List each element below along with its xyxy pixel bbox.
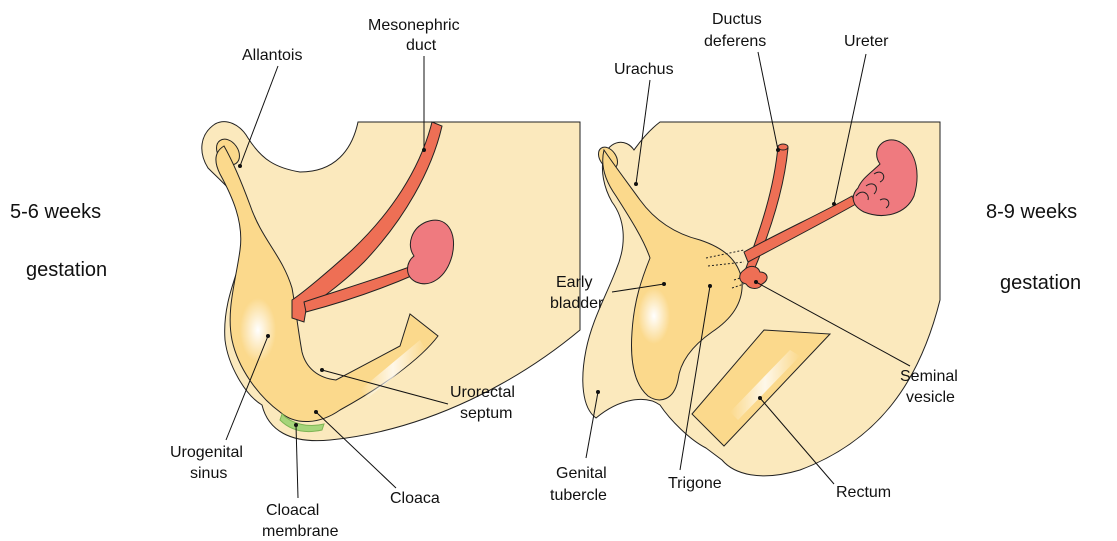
right-stage-line2: gestation	[1000, 272, 1081, 294]
right-stage-line1: 8-9 weeks	[986, 201, 1077, 223]
leader-dot-mesonephric	[422, 148, 426, 152]
leader-dot-urogenital	[266, 334, 270, 338]
leader-dot-genital	[596, 390, 600, 394]
label-rectum: Rectum	[836, 484, 891, 501]
label-seminal-2: vesicle	[906, 389, 955, 406]
right-panel	[583, 122, 940, 476]
left-panel	[202, 122, 580, 441]
label-seminal-1: Seminal	[900, 368, 958, 385]
label-cloaca: Cloaca	[390, 490, 440, 507]
label-urorectal-2: septum	[460, 405, 512, 422]
label-urogenital-2: sinus	[190, 465, 227, 482]
leader-dot-cloaca	[314, 410, 318, 414]
leader-dot-allantois	[238, 164, 242, 168]
leader-dot-urorectal	[320, 368, 324, 372]
label-allantois: Allantois	[242, 47, 302, 64]
leader-dot-urachus	[634, 182, 638, 186]
bladder-highlight	[638, 288, 670, 344]
label-mesonephric-1: Mesonephric	[368, 17, 460, 34]
label-urogenital-1: Urogenital	[170, 444, 243, 461]
label-ductus-1: Ductus	[712, 11, 762, 28]
sinus-highlight	[240, 298, 276, 362]
label-cloacal-2: membrane	[262, 523, 339, 540]
label-urorectal-1: Urorectal	[450, 384, 515, 401]
label-cloacal-1: Cloacal	[266, 502, 319, 519]
left-stage-line1: 5-6 weeks	[10, 201, 101, 223]
leader-dot-cloacal	[294, 423, 298, 427]
label-urachus: Urachus	[614, 61, 674, 78]
leader-dot-seminal	[754, 280, 758, 284]
label-genital-2: tubercle	[550, 487, 607, 504]
leader-dot-ureter	[832, 202, 836, 206]
leader-dot-rectum	[758, 396, 762, 400]
leader-dot-ductus	[776, 148, 780, 152]
label-bladder-2: bladder	[550, 295, 604, 312]
leader-allantois	[240, 66, 278, 166]
label-ureter: Ureter	[844, 33, 889, 50]
label-bladder-1: Early	[556, 274, 592, 291]
left-stage-line2: gestation	[26, 259, 107, 281]
leader-dot-trigone	[708, 284, 712, 288]
label-trigone: Trigone	[668, 475, 722, 492]
label-mesonephric-2: duct	[406, 37, 437, 54]
label-genital-1: Genital	[556, 465, 607, 482]
leader-dot-bladder	[662, 282, 666, 286]
label-ductus-2: deferens	[704, 33, 766, 50]
